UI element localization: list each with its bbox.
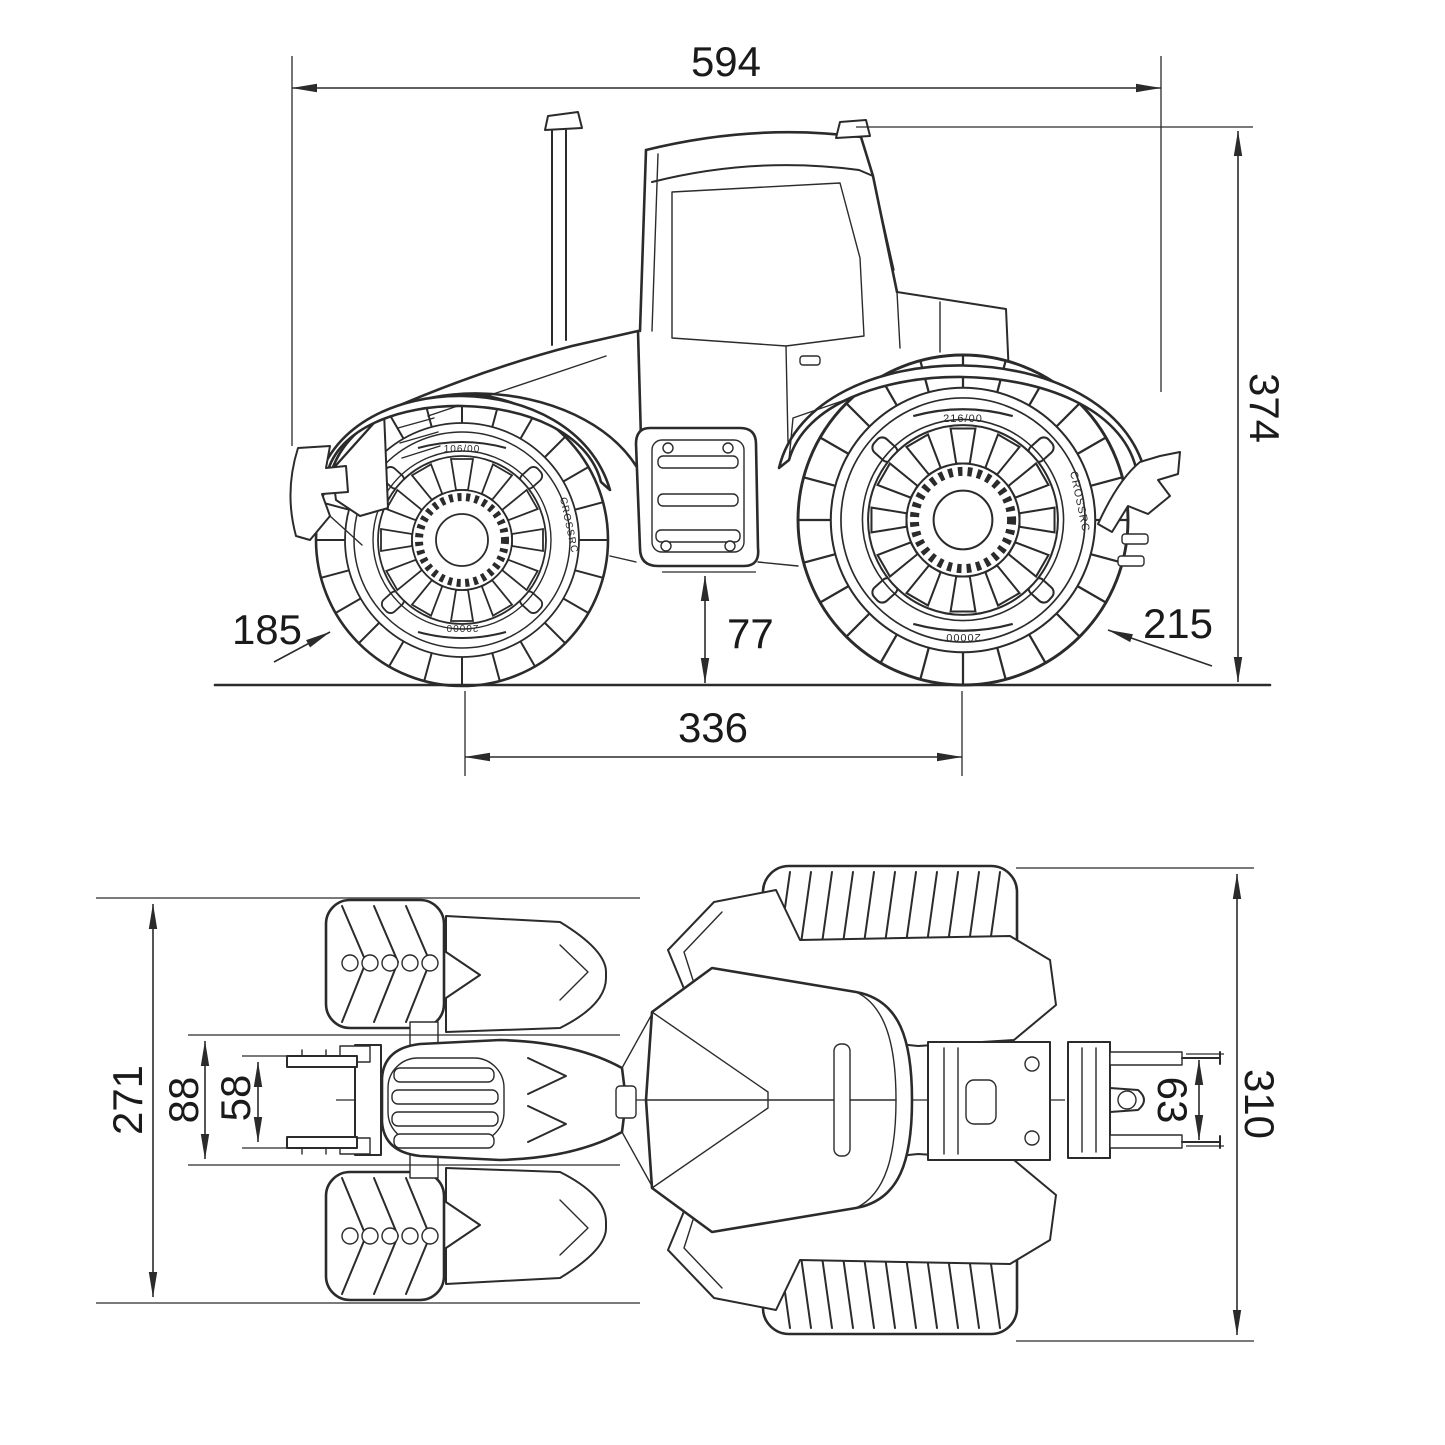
roof-beacon: [835, 119, 871, 139]
cab-door-window: [671, 182, 865, 347]
dim-wheelbase: 336: [464, 691, 963, 776]
front-fender-side: [316, 394, 612, 492]
rear-hook-hitch: [1097, 451, 1181, 567]
hood-top: [380, 1013, 653, 1187]
exhaust-stack: [551, 129, 567, 346]
tractor-cab-side: [544, 111, 1011, 443]
front-left-fender-top: [445, 915, 607, 1033]
top-view: 271 88 58 63 310: [96, 864, 1283, 1342]
rear-tire-size-marking: 216/00: [943, 413, 983, 425]
dim-label-overall-height: 374: [1241, 373, 1288, 443]
front-tire-size-marking: 106/00: [444, 444, 481, 455]
chassis-bottom-line: [609, 555, 799, 567]
front-axle-top: [409, 1021, 439, 1047]
dim-rear-tire: 215: [1107, 600, 1213, 667]
front-right-tire-top: [324, 1170, 446, 1302]
hitch-pin-hole: [1117, 1090, 1137, 1110]
front-hook: [289, 445, 363, 546]
door-handle: [799, 355, 821, 366]
front-hitch-top: [286, 1044, 382, 1156]
dim-front-tire: 185: [232, 606, 331, 663]
front-right-fender-top: [445, 1167, 607, 1285]
dim-front-overall-width: 271: [96, 897, 640, 1304]
dim-label-front-hitch-outer: 88: [160, 1077, 207, 1124]
dim-label-rear-hitch-width: 63: [1149, 1077, 1196, 1124]
rear-hitch-top: [1067, 1041, 1221, 1159]
rear-panel-top: [927, 1041, 1051, 1161]
dim-front-hitch-outer: 88: [160, 1034, 620, 1166]
dim-ground-clearance: 77: [662, 571, 774, 684]
front-left-tire-top: [324, 898, 446, 1030]
hood-chevrons: [527, 1057, 567, 1143]
dim-label-wheelbase: 336: [678, 704, 748, 751]
cab-roof-top: [644, 966, 914, 1234]
front-tire-load-marking: 20000: [446, 622, 479, 633]
rear-tire-load-marking: 20000: [945, 631, 981, 643]
dim-overall-height: 374: [856, 126, 1288, 683]
front-axle-bottom: [409, 1153, 439, 1179]
dim-front-hitch-inner: 58: [212, 1055, 310, 1149]
dim-label-rear-tire: 215: [1143, 600, 1213, 647]
dim-label-front-overall-width: 271: [104, 1065, 151, 1135]
dim-label-front-tire: 185: [232, 606, 302, 653]
dim-overall-length: 594: [291, 38, 1162, 446]
cab-step-ladder: [634, 426, 760, 568]
dim-label-overall-length: 594: [691, 38, 761, 85]
cab-sunroof: [833, 1043, 851, 1157]
dim-label-front-hitch-inner: 58: [212, 1075, 259, 1122]
side-view: 106/00 20000 CROSSRC 216/00 20000 CROSSR…: [213, 38, 1288, 776]
grille-vents: [397, 417, 441, 459]
dim-rear-overall-width: 310: [1016, 867, 1283, 1342]
dim-rear-hitch-width: 63: [1149, 1053, 1224, 1147]
dim-label-ground-clearance: 77: [727, 610, 774, 657]
dim-label-rear-overall-width: 310: [1236, 1069, 1283, 1139]
